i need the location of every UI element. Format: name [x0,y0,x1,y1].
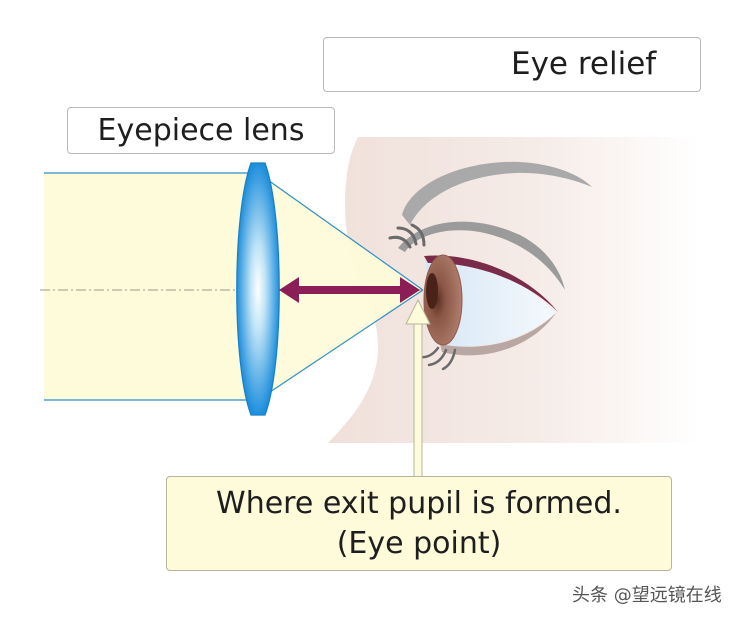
eyepiece-lens-label: Eyepiece lens [97,113,305,148]
eye-icon [388,161,592,371]
cone-top-ray [257,172,424,291]
cone-bottom-ray [257,289,424,401]
exit-pupil-line-1: Where exit pupil is formed. [216,485,622,521]
exit-pupil-line-2: (Eye point) [336,525,502,561]
eyepiece-lens [236,162,280,416]
light-beam [44,173,258,400]
watermark: 头条 @望远镜在线 [572,585,722,606]
exit-pupil-callout: Where exit pupil is formed. (Eye point) [166,476,672,571]
eye-relief-legend: Eye relief [323,37,701,92]
eyepiece-lens-label-box: Eyepiece lens [67,107,335,154]
eye-relief-arrow [279,277,420,303]
eye-relief-label: Eye relief [511,46,657,82]
